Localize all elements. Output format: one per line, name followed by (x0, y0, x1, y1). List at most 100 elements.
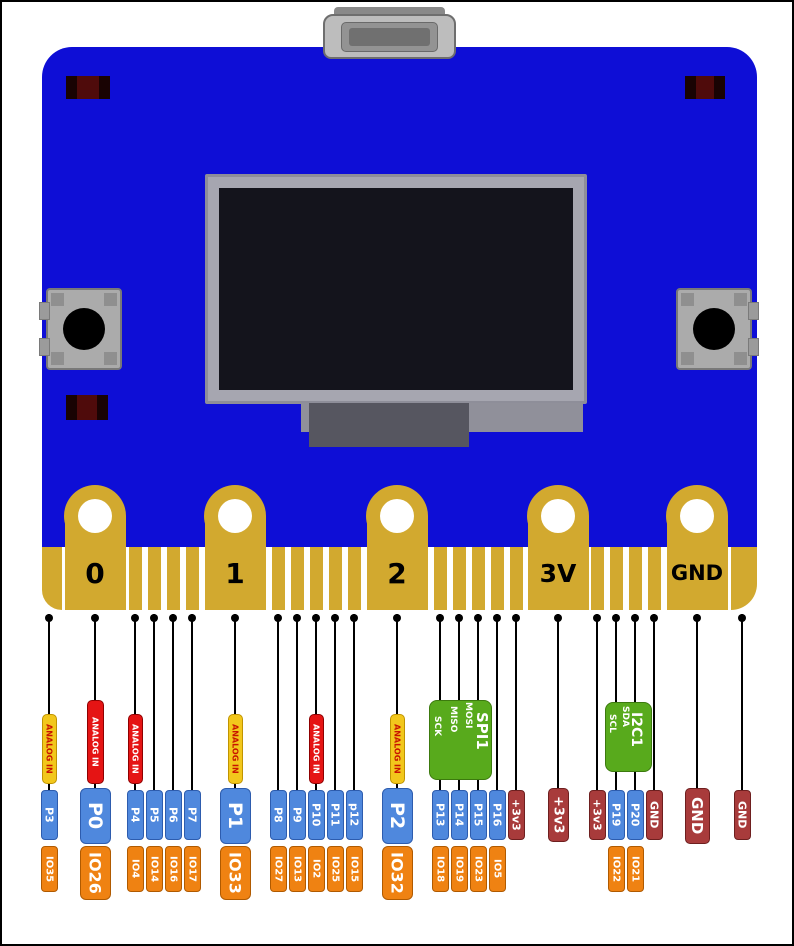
pin-label-text: P6 (166, 807, 180, 823)
pin-dot (331, 614, 339, 622)
pin-label-text: P11 (328, 803, 342, 827)
pin-label-GND: GND (684, 788, 710, 844)
pin-dot (150, 614, 158, 622)
pin-label-text: P0 (84, 802, 106, 830)
pin-leader-line (496, 614, 498, 814)
component-pad (99, 76, 110, 99)
io-label-text: IO19 (453, 855, 465, 883)
io-label-IO5: IO5 (488, 846, 506, 892)
pin-dot (393, 614, 401, 622)
io-label-IO15: IO15 (345, 846, 363, 892)
edge-pad-hole (78, 499, 112, 533)
pin-label-P3: P3 (40, 790, 58, 840)
analog-in-tag-text: ANALOG IN (392, 724, 402, 774)
pin-label-P13: P13 (431, 790, 449, 840)
pin-leader-line (191, 614, 193, 814)
io-label-IO18: IO18 (431, 846, 449, 892)
io-label-text: IO23 (472, 855, 484, 883)
edge-strip (490, 547, 504, 610)
io-label-IO32: IO32 (381, 846, 413, 900)
io-label-text: IO5 (491, 859, 503, 879)
pin-dot (493, 614, 501, 622)
pin-label-P0: P0 (79, 788, 111, 844)
pin-label-text: +3v3 (550, 796, 566, 834)
component-pad (97, 395, 108, 420)
pin-label-text: P16 (490, 803, 504, 827)
pin-label-text: p12 (347, 803, 361, 827)
pin-label-text: +3v3 (509, 799, 523, 831)
io-label-IO19: IO19 (450, 846, 468, 892)
io-label-text: IO32 (387, 852, 407, 894)
io-label-text: IO14 (148, 855, 160, 883)
pin-dot (738, 614, 746, 622)
pin-label-P15: P15 (469, 790, 487, 840)
button-corner-pad (734, 293, 747, 306)
pin-label-text: P5 (147, 807, 161, 823)
pin-label-+3v3: +3v3 (547, 788, 569, 842)
pin-leader-line (277, 614, 279, 814)
pin-dot (455, 614, 463, 622)
pin-leader-line (696, 614, 698, 814)
edge-pad-label-GND: GND (670, 561, 724, 585)
pin-label-P4: P4 (126, 790, 144, 840)
button-corner-pad (51, 293, 64, 306)
analog-in-tag-text: ANALOG IN (311, 724, 321, 774)
pin-label-text: P7 (185, 807, 199, 823)
edge-strip (309, 547, 323, 610)
pin-dot (650, 614, 658, 622)
edge-pad-label-1: 1 (225, 556, 245, 590)
pin-label-text: P19 (609, 803, 623, 827)
pin-dot (474, 614, 482, 622)
pin-label-P19: P19 (607, 790, 625, 840)
io-label-IO23: IO23 (469, 846, 487, 892)
button-tab (748, 338, 759, 356)
component-pad (685, 76, 696, 99)
pin-leader-line (557, 614, 559, 814)
bus-signal-MOSI: MOSI (463, 702, 473, 729)
pin-dot (631, 614, 639, 622)
pin-label-P2: P2 (381, 788, 413, 844)
pin-label-P16: P16 (488, 790, 506, 840)
edge-strip (271, 547, 285, 610)
io-label-IO4: IO4 (126, 846, 144, 892)
button-cap (693, 308, 735, 350)
io-label-text: IO33 (225, 852, 245, 894)
pin-label-text: P15 (471, 803, 485, 827)
button-left (39, 288, 122, 370)
pin-leader-line (353, 614, 355, 814)
pin-dot (693, 614, 701, 622)
pin-label-+3v3: +3v3 (588, 790, 606, 840)
io-label-IO13: IO13 (288, 846, 306, 892)
spi1-block (429, 700, 492, 780)
pin-dot (612, 614, 620, 622)
pin-label-+3v3: +3v3 (507, 790, 525, 840)
edge-pad-hole (380, 499, 414, 533)
pin-dot (231, 614, 239, 622)
edge-pad-hole (218, 499, 252, 533)
pin-leader-line (334, 614, 336, 814)
pin-leader-line (515, 614, 517, 814)
usb-connector-slot (349, 28, 430, 46)
analog-in-tag-text: ANALOG IN (44, 724, 54, 774)
pin-dot (350, 614, 358, 622)
button-corner-pad (734, 352, 747, 365)
io-label-text: IO16 (167, 855, 179, 883)
edge-strip (452, 547, 466, 610)
edge-strip (628, 547, 642, 610)
edge-pad-label-3V: 3V (539, 558, 577, 588)
edge-strip (609, 547, 623, 610)
pin-label-text: P1 (224, 802, 246, 830)
pin-label-p12: p12 (345, 790, 363, 840)
pin-dot (593, 614, 601, 622)
analog-in-tag: ANALOG IN (227, 714, 243, 784)
button-right (676, 288, 759, 370)
pin-label-text: P8 (271, 807, 285, 823)
pin-leader-line (741, 614, 743, 814)
button-corner-pad (51, 352, 64, 365)
io-label-text: IO25 (329, 855, 341, 883)
pin-label-text: GND (735, 801, 749, 829)
oled-screen-panel (219, 188, 573, 390)
edge-strip-corner-left (42, 547, 62, 610)
component-pad (66, 76, 77, 99)
analog-in-tag: ANALOG IN (41, 714, 57, 784)
